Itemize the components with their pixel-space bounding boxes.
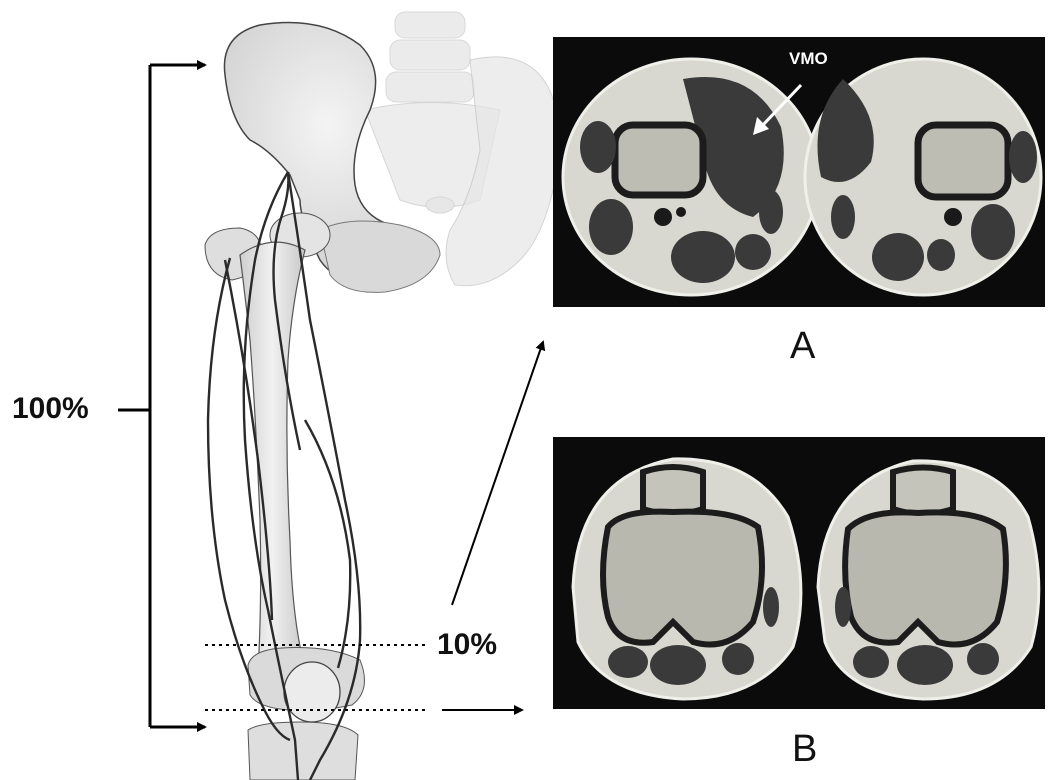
tibia	[248, 722, 358, 780]
patella	[284, 662, 340, 722]
mri-panel-a: VMO	[553, 37, 1045, 307]
length-bracket	[118, 65, 205, 727]
arrow-to-panel-a	[452, 342, 543, 605]
mri-panel-b	[553, 437, 1045, 709]
mri-b-image	[553, 437, 1045, 709]
leg-anatomy-illustration	[205, 12, 560, 780]
pubis	[320, 221, 440, 292]
level-10-label: 10%	[437, 628, 497, 662]
panel-b-label: B	[792, 728, 817, 771]
mri-a-left-thigh	[563, 59, 819, 295]
mri-b-left-knee	[573, 459, 801, 699]
mri-a-image	[553, 37, 1045, 307]
mri-b-right-knee	[818, 461, 1039, 699]
full-length-label: 100%	[12, 392, 89, 426]
vmo-label: VMO	[789, 49, 828, 69]
panel-a-label: A	[790, 325, 815, 368]
mri-a-right-thigh	[805, 59, 1041, 295]
